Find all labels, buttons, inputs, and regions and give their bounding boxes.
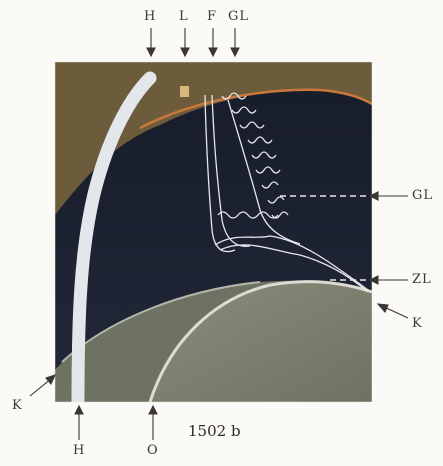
label-left-k: K [12,398,23,413]
label-top-h: H [144,9,156,24]
label-bottom-h: H [73,443,85,458]
label-top-l: L [179,9,189,24]
top-arrows [147,28,239,56]
left-arrow [30,375,55,396]
small-mark [180,86,189,97]
label-right-gl: GL [412,188,433,203]
label-right-k: K [412,316,423,331]
label-top-gl: GL [228,9,249,24]
right-arrows [370,192,408,318]
label-bottom-o: O [147,443,159,458]
figure-number: 1502 b [188,422,241,440]
label-top-f: F [207,9,217,24]
label-right-zl: ZL [412,272,432,287]
bottom-arrows [75,406,157,440]
